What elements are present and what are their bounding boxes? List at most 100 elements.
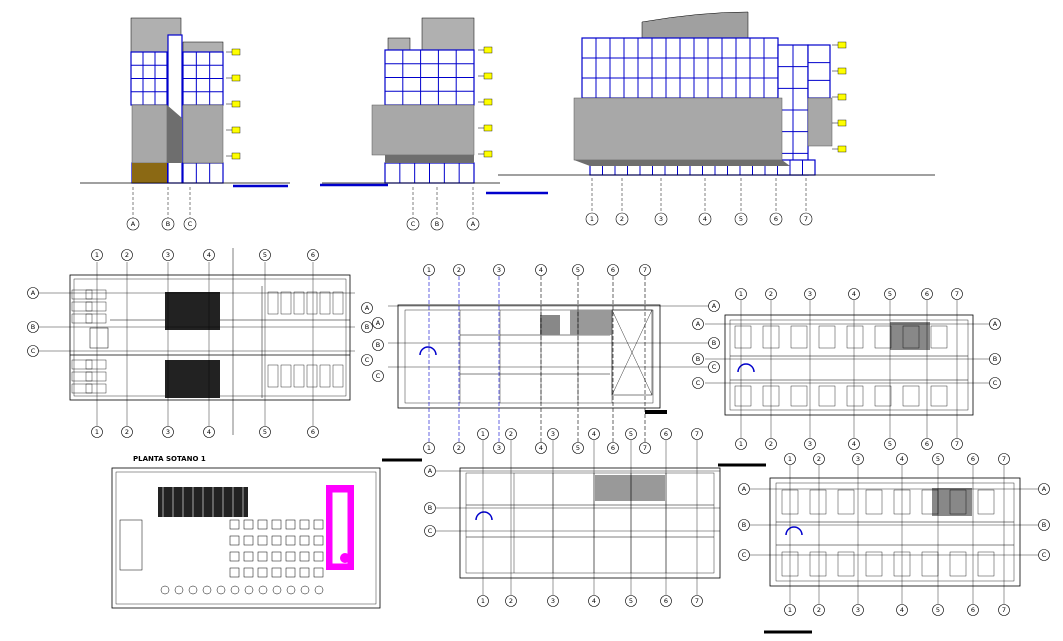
grid-axis-bubble: B xyxy=(989,353,1001,365)
axis-label: 6 xyxy=(925,290,929,298)
dining-table xyxy=(257,535,268,546)
grid-axis-bubble: A xyxy=(361,302,373,314)
grid-axis-bubble: 6 xyxy=(607,264,619,276)
table-round xyxy=(300,585,310,595)
axis-label: A xyxy=(428,467,433,475)
grid-axis-bubble: B xyxy=(161,217,175,231)
axis-label: 6 xyxy=(611,266,615,274)
office-furniture xyxy=(734,325,752,349)
axis-label: 4 xyxy=(592,430,596,438)
dining-table xyxy=(229,535,240,546)
axis-circle xyxy=(738,483,750,495)
dining-table xyxy=(271,551,282,562)
grid-axis-bubble: 1 xyxy=(735,288,747,300)
axis-label: C xyxy=(411,220,416,228)
grid-axis-bubble: 2 xyxy=(615,212,629,226)
level-tag xyxy=(483,150,493,158)
axis-label: B xyxy=(993,355,997,363)
grid-axis-bubble: 5 xyxy=(572,264,584,276)
axis-label: A xyxy=(1042,485,1047,493)
grid-axis-bubble: B xyxy=(361,321,373,333)
dining-table xyxy=(313,519,324,530)
axis-label: A xyxy=(742,485,747,493)
axis-label: 5 xyxy=(263,428,267,436)
level-tag xyxy=(837,93,847,101)
grid-axis-bubble: 6 xyxy=(769,212,783,226)
dining-table xyxy=(271,567,282,578)
plan-title: PLANTA SOTANO 1 xyxy=(133,455,206,463)
office-furniture xyxy=(734,385,752,407)
parking-car xyxy=(85,289,107,300)
axis-circle xyxy=(535,442,547,454)
office-furniture xyxy=(818,385,836,407)
office-furniture xyxy=(790,385,808,407)
axis-label: 6 xyxy=(664,597,668,605)
axis-circle xyxy=(884,288,896,300)
level-tag xyxy=(231,152,241,160)
dining-table xyxy=(229,551,240,562)
axis-label: 3 xyxy=(856,606,860,614)
axis-circle xyxy=(547,595,559,607)
axis-label: 5 xyxy=(888,290,892,298)
axis-circle xyxy=(477,428,489,440)
axis-circle xyxy=(424,525,436,537)
grid-axis-bubble: B xyxy=(708,337,720,349)
axis-label: 2 xyxy=(125,251,129,259)
axis-circle xyxy=(466,217,480,231)
grid-axis-bubble: 2 xyxy=(121,249,133,261)
axis-circle xyxy=(691,595,703,607)
office-furniture xyxy=(902,385,920,407)
parking-car xyxy=(85,359,107,370)
axis-circle xyxy=(615,212,629,226)
axis-circle xyxy=(639,264,651,276)
axis-circle xyxy=(848,288,860,300)
grid-axis-bubble: 5 xyxy=(625,428,637,440)
axis-circle xyxy=(708,361,720,373)
axis-circle xyxy=(848,438,860,450)
grid-axis-bubble: 4 xyxy=(203,426,215,438)
axis-label: 1 xyxy=(739,290,743,298)
grid-axis-bubble: 7 xyxy=(998,453,1010,465)
grid-axis-bubble: 1 xyxy=(477,428,489,440)
axis-label: C xyxy=(188,220,193,228)
office-furniture xyxy=(977,551,995,577)
magenta-fixture xyxy=(340,553,350,563)
grid-axis-bubble: 6 xyxy=(307,426,319,438)
grid-axis-bubble: 4 xyxy=(848,438,860,450)
grid-axis-bubble: 7 xyxy=(998,604,1010,616)
office-furniture xyxy=(865,489,883,515)
axis-circle xyxy=(735,438,747,450)
axis-circle xyxy=(799,212,813,226)
axis-circle xyxy=(654,212,668,226)
axis-circle xyxy=(505,595,517,607)
dining-table xyxy=(243,551,254,562)
axis-label: B xyxy=(742,521,746,529)
parking-car xyxy=(293,364,305,388)
grid-axis-bubble: 1 xyxy=(735,438,747,450)
grid-axis-bubble: A xyxy=(989,318,1001,330)
axis-circle xyxy=(361,354,373,366)
axis-label: A xyxy=(471,220,476,228)
axis-label: A xyxy=(712,302,717,310)
axis-label: 3 xyxy=(808,440,812,448)
parking-car xyxy=(71,383,93,394)
parking-car xyxy=(71,371,93,382)
axis-circle xyxy=(477,595,489,607)
office-furniture xyxy=(921,551,939,577)
axis-circle xyxy=(804,438,816,450)
grid-axis-bubble: 4 xyxy=(535,442,547,454)
axis-circle xyxy=(361,321,373,333)
level-tag xyxy=(231,126,241,134)
axis-label: 1 xyxy=(590,215,594,223)
office-furniture xyxy=(837,551,855,577)
grid-axis-bubble: 4 xyxy=(896,604,908,616)
axis-label: 5 xyxy=(739,215,743,223)
office-furniture xyxy=(790,325,808,349)
axis-circle xyxy=(424,465,436,477)
parking-car xyxy=(85,371,107,382)
axis-circle xyxy=(91,249,103,261)
dining-table xyxy=(285,551,296,562)
grid-axis-bubble: C xyxy=(738,549,750,561)
